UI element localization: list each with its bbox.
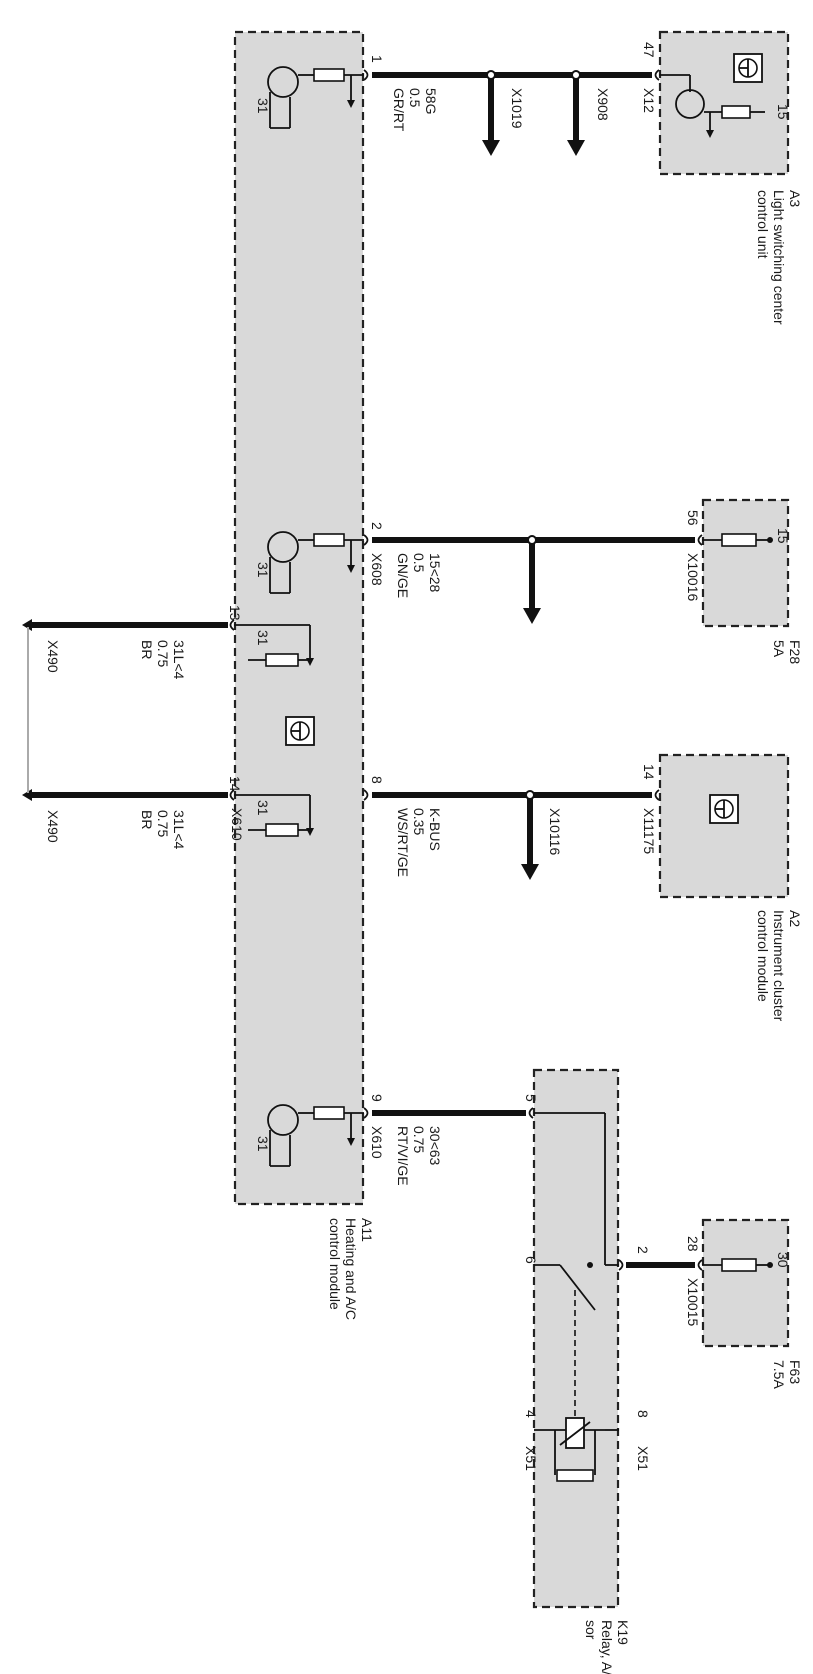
pin-k19-8: 8 [635,1410,651,1418]
wire-8-kbus [372,790,652,880]
pin-a11-14: 14 [227,776,243,792]
pin-k19-2: 2 [635,1246,651,1254]
f63-rating: 7.5A [771,1360,787,1389]
a3-desc-line1: Light switching center [771,190,787,325]
wire-8-color: WS/RT/GE [395,808,411,877]
connector-x11175: X11175 [641,808,657,854]
a11-ground-stage-13 [234,624,314,667]
a2-desc-line2: control module [755,910,771,1002]
pin-a3-47: 47 [641,42,657,58]
f28-rating: 5A [771,640,787,658]
a3-desc-line2: control unit [755,190,771,259]
a2-module-box [658,753,790,899]
k19-id: K19 [615,1620,631,1645]
a11-stage-1 [267,66,364,129]
connector-x51-b: X51 [635,1446,651,1471]
connector-x610-a: X610 [229,808,245,841]
connector-x10016: X10016 [685,553,701,601]
wire-1-58g [372,70,652,156]
connector-x51-a: X51 [523,1446,539,1471]
wire-8-signal: K-BUS [427,808,443,851]
wire-9-signal: 30<63 [427,1126,443,1166]
wire-9-size: 0.75 [411,1126,427,1153]
pin-a11-8: 8 [369,776,385,784]
wire-14-color: BR [139,810,155,829]
f63-fuse-element [702,1258,773,1272]
wire-1-signal: 58G [423,88,439,114]
connector-x10116: X10116 [547,808,563,855]
f28-fuse-box [701,498,790,628]
wire-14-signal: 31L<4 [171,810,187,850]
wire-1-size: 0.5 [407,88,423,108]
wire-13-signal: 31L<4 [171,640,187,680]
wire-13-size: 0.75 [155,640,171,667]
a3-id: A3 [787,190,803,207]
a2-id: A2 [787,910,803,927]
connector-x10015: X10015 [685,1278,701,1326]
wire-1-color: GR/RT [391,88,407,132]
a2-desc-line1: Instrument cluster [771,910,787,1022]
f63-id: F63 [787,1360,803,1384]
connector-x608: X608 [369,553,385,586]
a3-control-unit-icon [733,53,763,83]
connector-x1019: X1019 [509,88,525,129]
a2-control-unit-icon [709,794,739,824]
wire-9-color: RT/VI/GE [395,1126,411,1186]
wire-14-ground [22,789,228,801]
ground-31-stage2: 31 [255,562,271,578]
wire-13-ground [22,619,228,631]
ground-31-stage1: 31 [255,98,271,114]
wire-2-signal: 15<28 [427,553,443,593]
pin-k19-5: 5 [523,1094,539,1102]
pin-a11-9: 9 [369,1094,385,1102]
a11-desc-line1: Heating and A/C [343,1218,359,1320]
a11-ground-stage-14 [234,794,314,837]
f28-fuse-element [702,533,773,547]
wire-2-size: 0.5 [411,553,427,573]
a3-module-box [658,30,790,176]
wire-14-size: 0.75 [155,810,171,837]
ground-31-stage14: 31 [255,800,271,816]
pin-a11-2: 2 [369,522,385,530]
pin-f28-56: 56 [685,510,701,526]
pin-f63-28: 28 [685,1236,701,1252]
k19-desc-line2: sor [583,1620,599,1640]
pin-k19-4: 4 [523,1410,539,1418]
k19-relay-coil [554,1417,596,1482]
wire-2-15 [372,535,695,624]
connector-x12: X12 [641,88,657,113]
a11-module-box [233,30,365,1206]
connector-x610-b: X610 [369,1126,385,1159]
a11-stage-2 [267,531,364,594]
k19-desc-line1: Relay, A/C compres- [599,1620,615,1674]
a3-transistor-stage [659,74,765,138]
pin-a2-14: 14 [641,764,657,780]
connector-x490-a: X490 [45,640,61,673]
pin-f63-30: 30 [775,1252,791,1268]
pin-a11-1: 1 [369,55,385,63]
a11-connector-hooks [229,69,703,1271]
a11-desc-line2: control module [327,1218,343,1310]
connector-x908: X908 [595,88,611,121]
connector-x490-b: X490 [45,810,61,843]
a11-control-unit-icon [285,716,315,746]
ground-31-stage13: 31 [255,630,271,646]
a11-id: A11 [359,1218,375,1242]
pin-a3-15: 15 [775,104,791,120]
f28-id: F28 [787,640,803,664]
f63-fuse-box [701,1218,790,1348]
pin-k19-6: 6 [523,1256,539,1264]
k19-relay-box [532,1068,620,1609]
a11-stage-9 [267,1104,364,1167]
wire-13-color: BR [139,640,155,659]
wire-8-size: 0.35 [411,808,427,835]
pin-f28-15: 15 [775,528,791,544]
wire-2-color: GN/GE [395,553,411,598]
ground-31-stage9: 31 [255,1136,271,1152]
pin-a11-13: 13 [227,605,243,621]
